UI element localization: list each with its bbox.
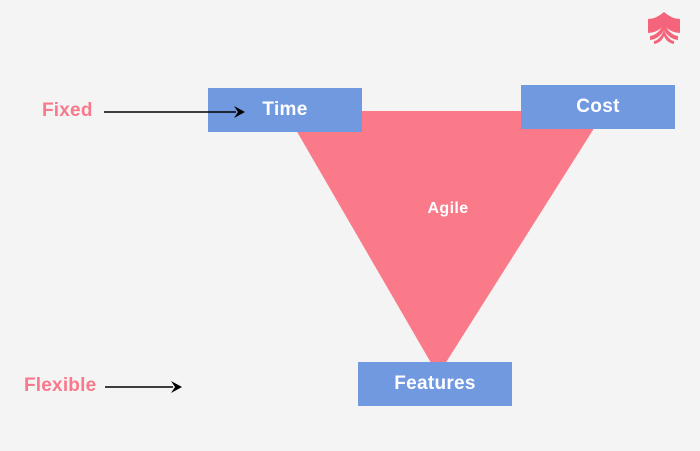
constraint-box-cost[interactable]: Cost [521,85,675,129]
right-arrow-icon [104,106,245,118]
constraint-box-time-label: Time [262,99,308,120]
agile-triangle-shape [285,111,605,375]
arrow-flexible-to-features [105,375,183,404]
constraint-box-time[interactable]: Time [208,88,362,132]
side-label-flexible: Flexible [24,375,97,396]
shield-fan-logo-icon [648,12,680,44]
agile-center-label: Agile [427,200,469,217]
arrow-fixed-to-time [104,100,246,129]
brand-logo [646,11,682,45]
agile-triangle [275,105,615,390]
constraint-box-features-label: Features [394,373,476,394]
constraint-box-cost-label: Cost [576,96,620,117]
side-label-fixed: Fixed [42,100,93,121]
right-arrow-icon [105,381,182,393]
constraint-box-features[interactable]: Features [358,362,512,406]
